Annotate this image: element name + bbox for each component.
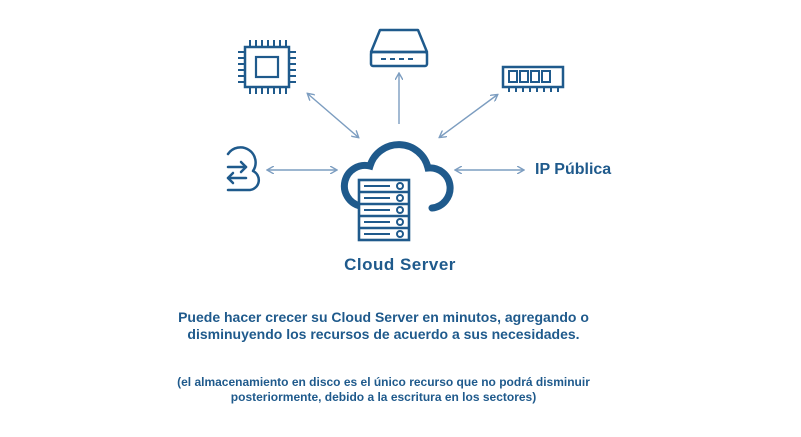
transfer-cloud-icon [226,146,260,192]
storage-note-line-1: (el almacenamiento en disco es el único … [177,375,590,389]
server-rack-icon [357,178,411,242]
connector-arrows [268,74,523,170]
cloud-server-icon [340,141,454,242]
public-ip-label: IP Pública [535,161,612,178]
storage-note: (el almacenamiento en disco es el único … [0,375,784,405]
description-text: Puede hacer crecer su Cloud Server en mi… [0,309,784,343]
cloud-server-label: Cloud Server [344,255,456,274]
storage-note-line-2: posteriormente, debido a la escritura en… [230,390,537,404]
ram-icon [501,65,565,92]
arrow-cpu [308,94,358,137]
hard-drive-icon [369,28,429,68]
arrow-ram [440,95,497,137]
description-line-1: Puede hacer crecer su Cloud Server en mi… [178,309,589,325]
description-line-2: disminuyendo los recursos de acuerdo a s… [187,326,580,342]
cpu-icon [238,40,296,94]
